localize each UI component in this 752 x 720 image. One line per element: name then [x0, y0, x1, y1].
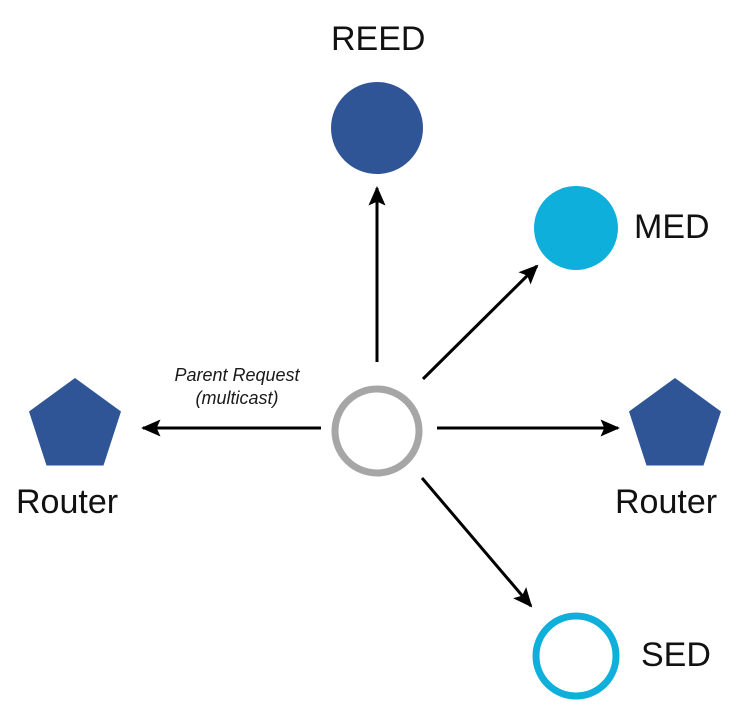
edges-group: [141, 186, 620, 608]
edge-to-sed: [420, 477, 533, 608]
node-reed-shape[interactable]: [331, 82, 423, 174]
edge-annotation-parent-request: Parent Request (multicast): [157, 364, 317, 411]
node-label-med: MED: [634, 208, 710, 246]
node-router-left-shape[interactable]: [29, 378, 121, 466]
node-label-router-left: Router: [16, 483, 119, 521]
node-sed-shape[interactable]: [532, 612, 620, 700]
node-joining-device-shape[interactable]: [331, 385, 423, 477]
annotation-line-1: Parent Request: [174, 365, 300, 385]
node-label-sed: SED: [641, 636, 711, 674]
edge-to-med: [421, 264, 539, 381]
node-router-right-shape[interactable]: [629, 378, 721, 466]
node-med-shape[interactable]: [534, 186, 618, 270]
annotation-line-2: (multicast): [195, 388, 279, 409]
nodes-group: [29, 82, 721, 700]
node-label-reed: REED: [331, 20, 426, 58]
node-label-router-right: Router: [615, 483, 718, 521]
